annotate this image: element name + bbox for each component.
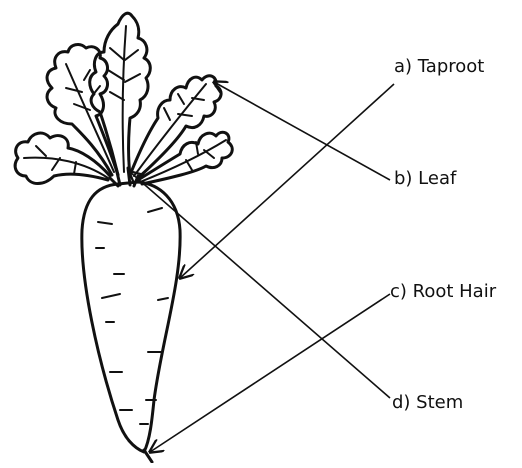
label-leaf: b) Leaf — [394, 168, 456, 189]
leader-lines — [130, 82, 394, 452]
label-root-hair: c) Root Hair — [390, 281, 496, 302]
carrot-root — [82, 182, 180, 462]
taproot-outline — [82, 182, 180, 452]
arrow-leaf — [214, 82, 390, 180]
arrow-root-hair — [150, 294, 390, 452]
label-taproot: a) Taproot — [394, 56, 484, 77]
root-lines — [96, 208, 168, 424]
label-stem: d) Stem — [392, 392, 463, 413]
carrot-leaves — [15, 13, 232, 186]
